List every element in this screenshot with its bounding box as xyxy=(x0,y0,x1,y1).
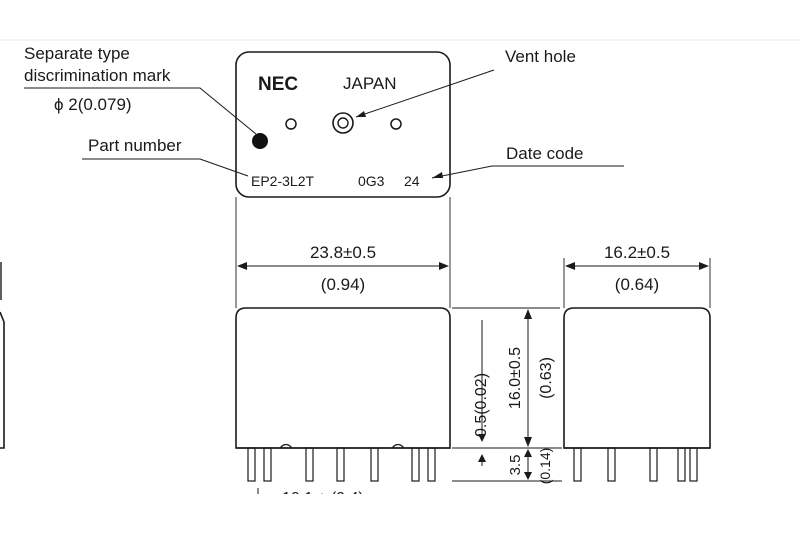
height-in-label: (0.63) xyxy=(538,357,555,399)
vent-hole-label: Vent hole xyxy=(505,47,576,66)
depth-in-label: (0.64) xyxy=(615,275,659,294)
height-mm-label: 16.0±0.5 xyxy=(507,347,524,409)
pin-arrow-top xyxy=(524,449,532,457)
side-view-outline xyxy=(563,307,711,449)
front-view-outline xyxy=(235,307,451,449)
depth-dimension: 16.2±0.5 (0.64) xyxy=(563,243,711,308)
terminal-hole-right xyxy=(390,118,402,130)
width-mm-label: 23.8±0.5 xyxy=(310,243,376,262)
gap-arrow-top xyxy=(478,434,486,442)
height-arrow-top xyxy=(524,309,532,319)
front-pin xyxy=(247,447,256,482)
front-pin xyxy=(411,447,420,482)
front-view xyxy=(235,307,451,482)
left-partial-outline xyxy=(0,311,5,449)
terminal-hole-left xyxy=(285,118,297,130)
front-pin xyxy=(336,447,345,482)
discrimination-mark xyxy=(252,133,268,149)
front-pin xyxy=(427,447,436,482)
width-in-label: (0.94) xyxy=(321,275,365,294)
side-pins xyxy=(573,447,698,482)
separate-type-label: Separate type xyxy=(24,44,130,63)
vent-hole-inner xyxy=(337,117,349,129)
vent-hole-arrow xyxy=(356,111,366,117)
part-code-text: EP2-3L2T xyxy=(251,173,314,189)
part-number-leader xyxy=(82,158,249,177)
gap-label: 0.5(0.02) xyxy=(473,373,490,437)
front-pin xyxy=(263,447,272,482)
front-pins xyxy=(247,447,436,482)
left-partial-view xyxy=(0,262,5,449)
depth-arrow-left xyxy=(565,262,575,270)
pin-len-mm-label: 3.5 xyxy=(507,455,524,476)
country-text: JAPAN xyxy=(343,74,397,93)
vent-hole-outer xyxy=(332,112,354,134)
width-arrow-left xyxy=(237,262,247,270)
depth-arrow-right xyxy=(699,262,709,270)
pin-arrow-bottom xyxy=(524,472,532,480)
date-code-leader xyxy=(431,165,624,179)
top-view-outline xyxy=(235,51,451,198)
height-arrow-bottom xyxy=(524,437,532,447)
top-view: NEC JAPAN EP2-3L2T 0G3 24 xyxy=(235,51,451,198)
pin-len-in-label: (0.14) xyxy=(537,448,553,485)
front-notch-left xyxy=(279,443,293,449)
date-code-arrow xyxy=(432,172,443,178)
side-view xyxy=(563,307,711,482)
width-arrow-right xyxy=(439,262,449,270)
side-pin xyxy=(677,447,686,482)
date-value-text: 24 xyxy=(404,173,420,189)
brand-logo: NEC xyxy=(258,74,298,95)
date-code-label: Date code xyxy=(506,144,584,163)
front-pin xyxy=(305,447,314,482)
side-pin xyxy=(607,447,616,482)
height-dimensions: 0.5(0.02) 16.0±0.5 (0.63) 3.5 (0.14) xyxy=(452,307,562,485)
discrimination-leader xyxy=(24,87,257,135)
gap-arrow-bottom xyxy=(478,454,486,462)
part-number-label: Part number xyxy=(88,136,182,155)
lot-code-text: 0G3 xyxy=(358,173,385,189)
side-pin xyxy=(649,447,658,482)
discrimination-mark-label: discrimination mark xyxy=(24,66,171,85)
callouts: Separate type discrimination mark ϕ 2(0.… xyxy=(24,44,624,179)
front-notch-right xyxy=(391,443,405,449)
bottom-clip-mask xyxy=(0,494,800,534)
width-dimension: 23.8±0.5 (0.94) xyxy=(235,197,451,308)
front-pin xyxy=(370,447,379,482)
side-pin xyxy=(573,447,582,482)
mark-diameter-label: ϕ 2(0.079) xyxy=(54,95,132,114)
depth-mm-label: 16.2±0.5 xyxy=(604,243,670,262)
side-pin xyxy=(689,447,698,482)
vent-hole-leader xyxy=(355,69,495,118)
